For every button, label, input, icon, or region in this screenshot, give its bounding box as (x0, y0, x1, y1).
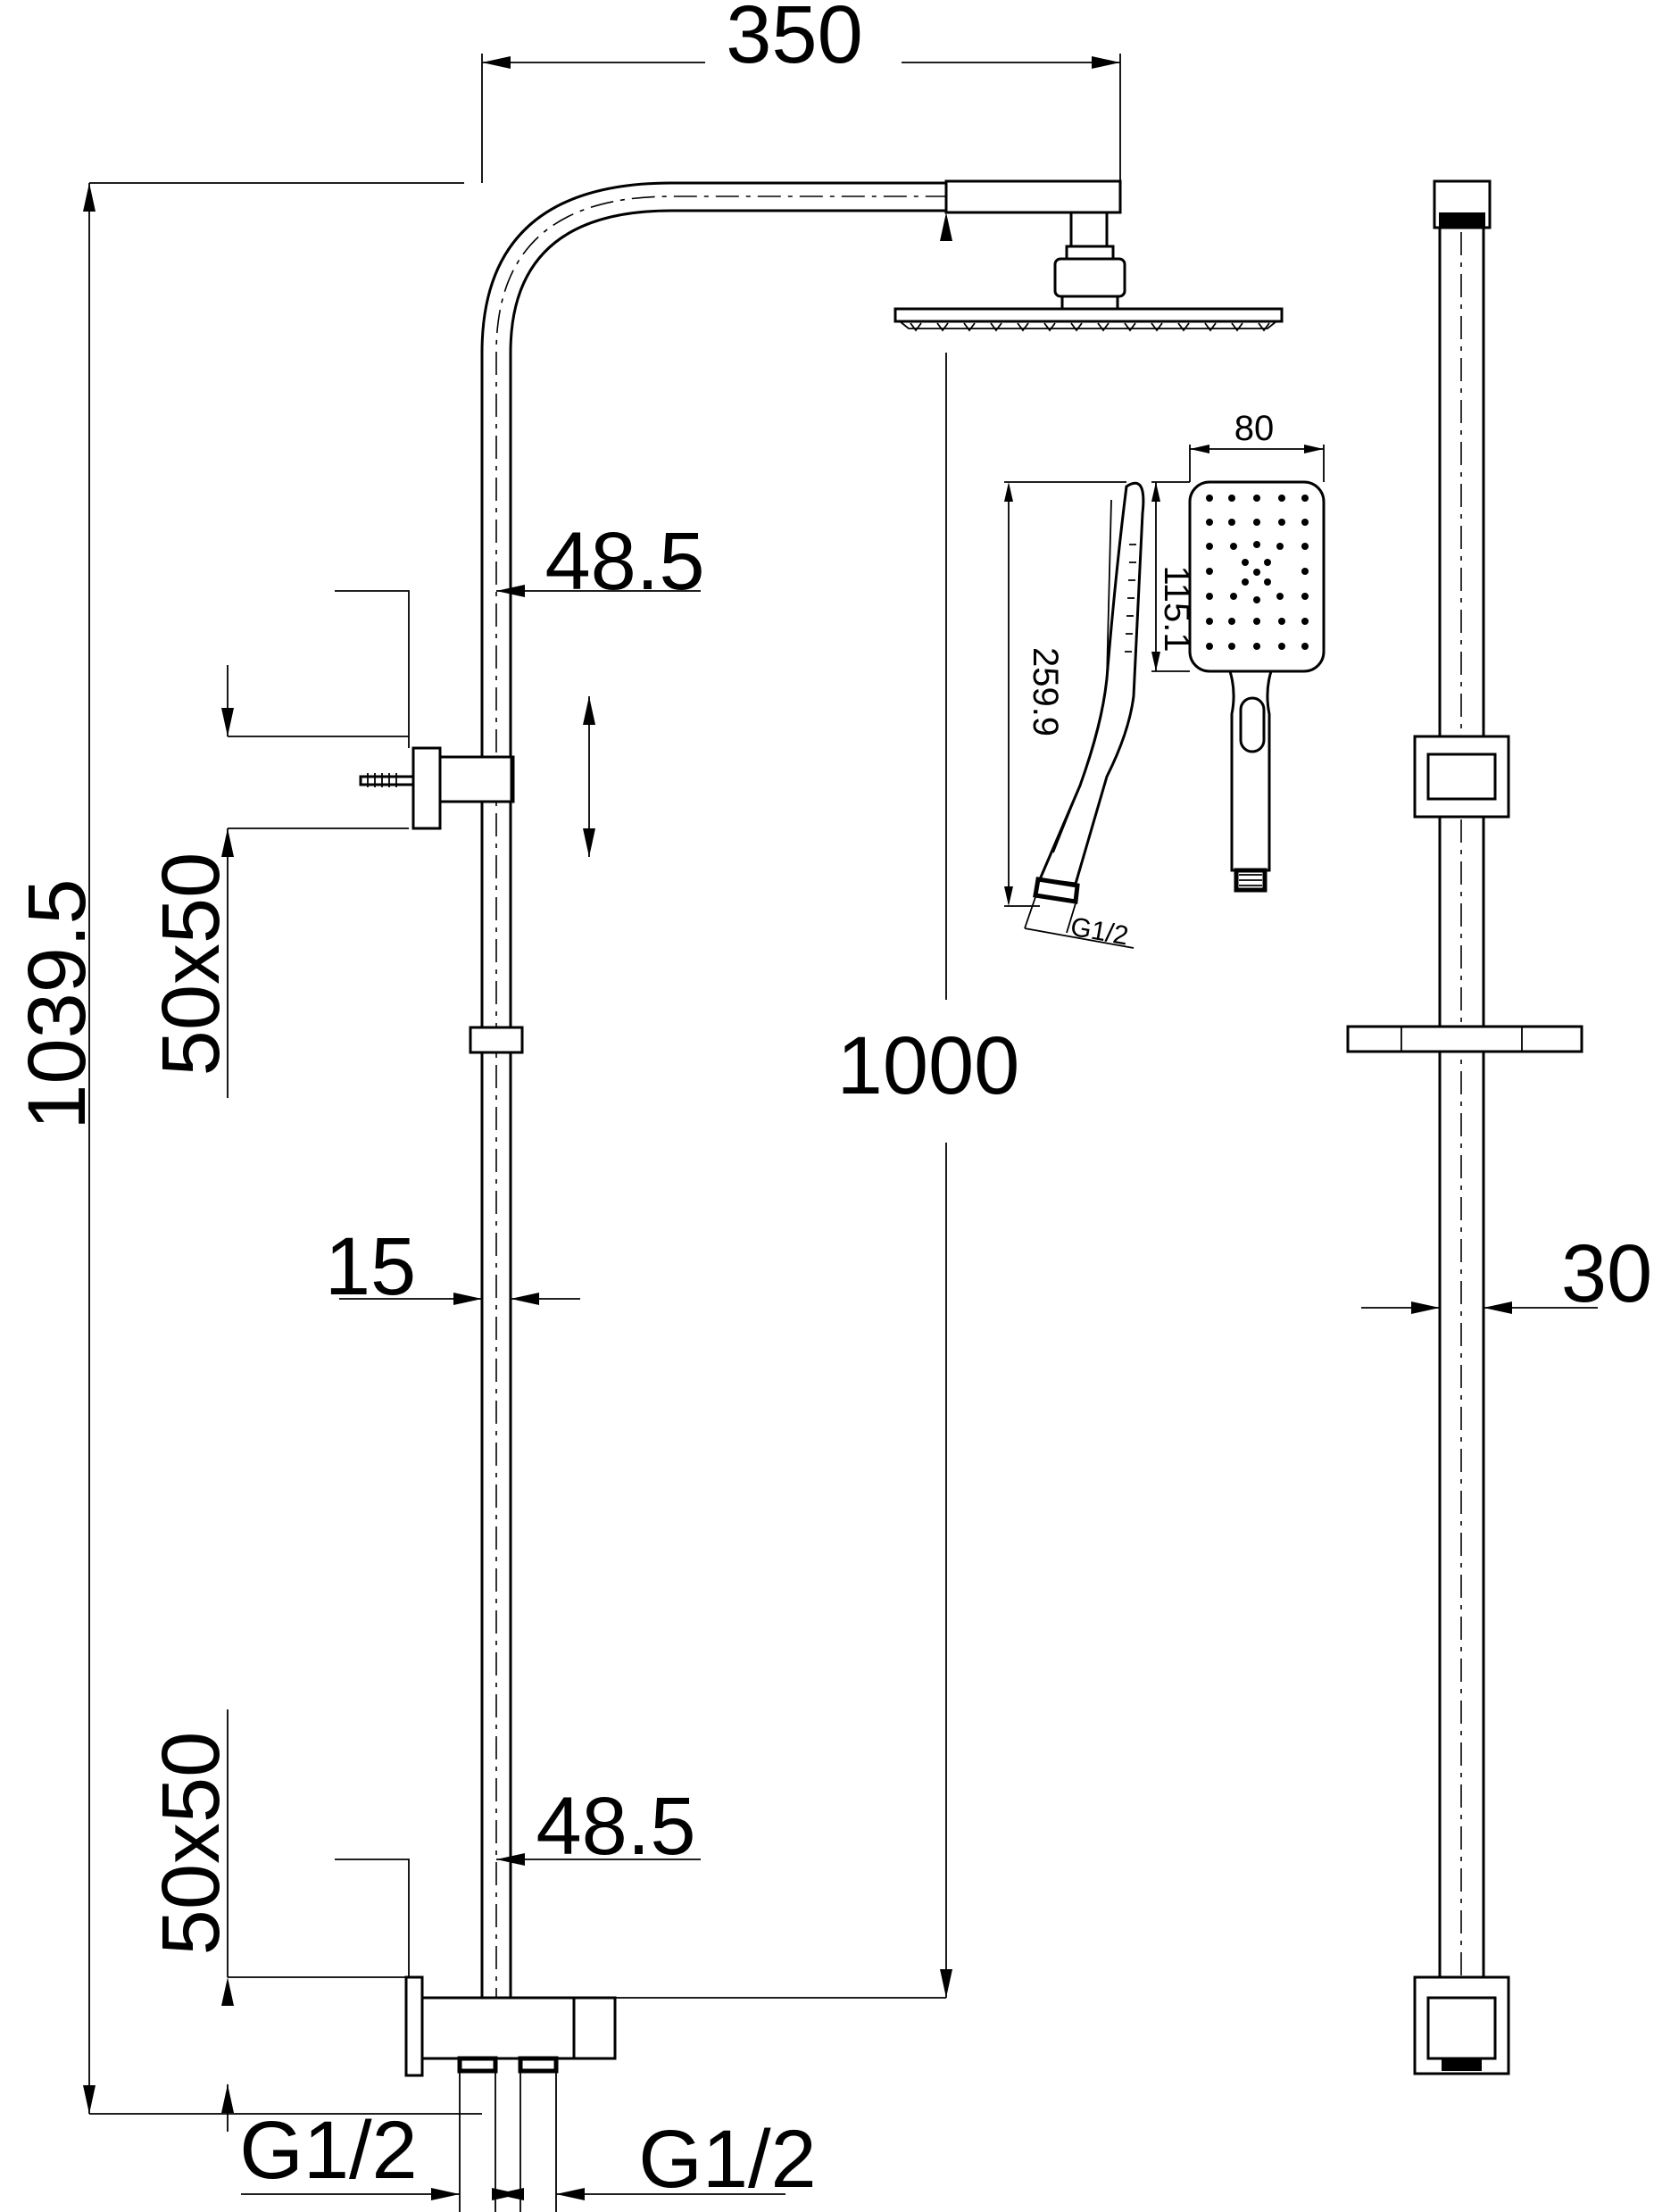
wall-flange (404, 1975, 424, 2077)
dim-arm-reach: 350 (481, 0, 1121, 183)
dim-inlet-right: G1/2 (492, 2071, 817, 2212)
dim-label-48-5-top: 48.5 (544, 516, 704, 607)
handset-nozzles (1206, 495, 1309, 650)
dim-side-width: 30 (1361, 1228, 1652, 1319)
overhead-shower-head (893, 211, 1284, 332)
mixer-body (404, 1975, 617, 2077)
ball-joint (1053, 257, 1126, 298)
dim-label-g12-right: G1/2 (638, 2114, 816, 2205)
slide-travel-arrow (583, 696, 595, 857)
inlet-nut-right (518, 2056, 559, 2074)
dim-label-30: 30 (1561, 1228, 1652, 1319)
dim-outlet-depth-bottom: 48.5 (496, 1781, 701, 1872)
dim-label-g12-left: G1/2 (239, 2105, 417, 2196)
dim-label-1039-5: 1039.5 (12, 878, 103, 1129)
dim-riser-length: 1000 (616, 212, 1020, 1999)
slide-holder (359, 746, 515, 830)
overhead-arm-end (944, 179, 1122, 214)
dim-label-handset-thread: G1/2 (1068, 912, 1131, 952)
side-shelf (1346, 1025, 1583, 1053)
dim-label-15: 15 (325, 1221, 416, 1312)
handset-thread-front (1234, 868, 1268, 893)
dim-outlet-depth-top: 48.5 (496, 516, 705, 607)
riser-pipe (480, 179, 1122, 2053)
dim-inlet-left: G1/2 (239, 2071, 524, 2212)
mixer-cap (572, 1996, 617, 2060)
pipe-clip (469, 1026, 524, 1054)
dim-label-48-5-bottom: 48.5 (536, 1781, 695, 1872)
dim-label-50x50-bottom: 50x50 (145, 1732, 237, 1956)
head-connector (1069, 211, 1109, 248)
dim-label-115-1: 115.1 (1157, 565, 1196, 652)
dim-label-1000: 1000 (837, 1020, 1020, 1111)
dim-label-350: 350 (726, 0, 863, 80)
head-plate (893, 307, 1284, 323)
handset-button (1239, 696, 1266, 753)
dim-label-50x50-top: 50x50 (145, 852, 237, 1077)
dim-label-80: 80 (1234, 409, 1275, 448)
dim-bracket-bottom: 50x50 (145, 1709, 410, 2132)
dim-total-height: 1039.5 (12, 182, 482, 2115)
handset-head (1188, 480, 1326, 673)
dim-pipe-diameter: 15 (325, 1221, 580, 1312)
side-view-riser (1346, 179, 1583, 2075)
hand-shower-side-view: 259.9 G1/2 (1004, 481, 1145, 952)
inlet-nut-left (457, 2056, 498, 2074)
hand-shower-front-view: 80 115.1 (1151, 409, 1326, 893)
dim-label-259-9: 259.9 (1026, 647, 1065, 736)
dim-bracket-top: 50x50 (145, 590, 410, 1098)
